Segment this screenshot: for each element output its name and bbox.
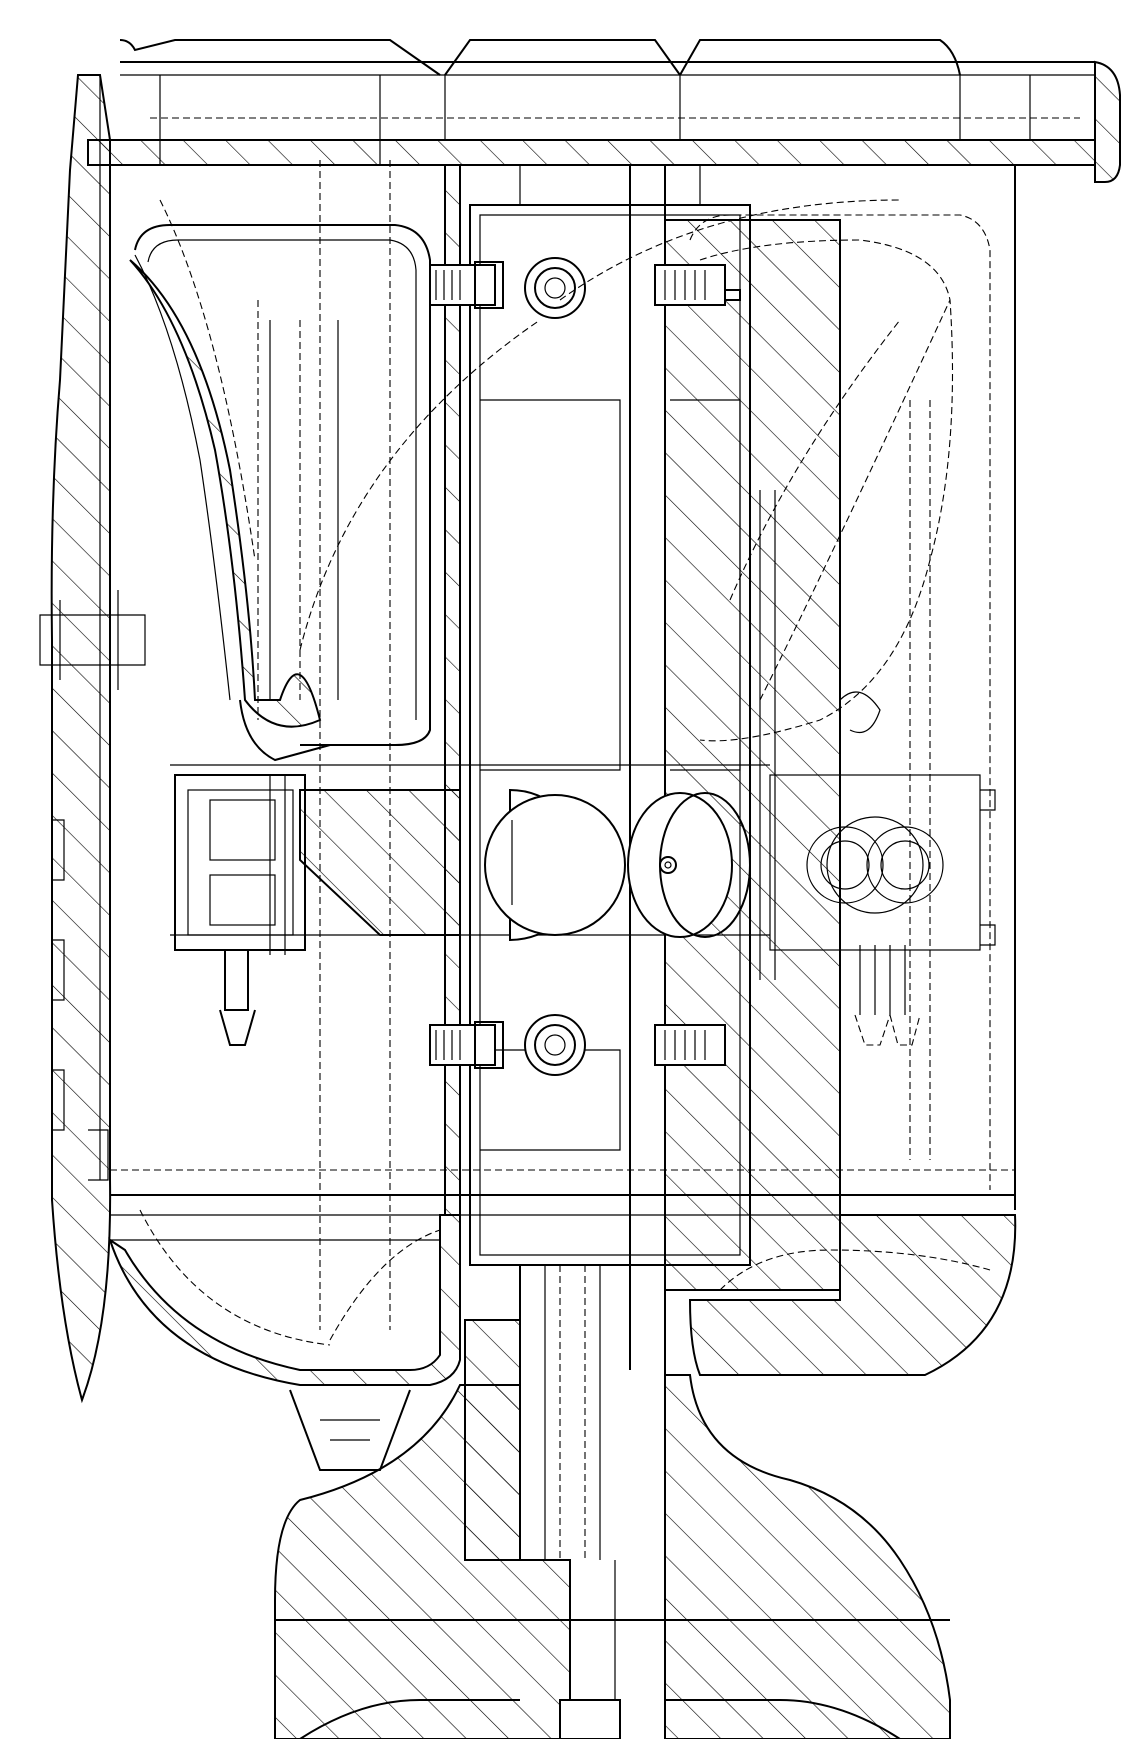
- screw-bottom-left: [429, 1021, 504, 1069]
- hidden-outlines: [139, 160, 901, 1346]
- screw-top-right: [654, 264, 726, 306]
- nut-bottom: [524, 1014, 586, 1076]
- right-chamber: [689, 164, 1016, 1210]
- central-block: [444, 164, 841, 1370]
- screw-bottom-right: [654, 1024, 726, 1066]
- bottom-funnel: [289, 1389, 411, 1471]
- screw-top-left: [429, 261, 504, 309]
- left-connector: [174, 774, 306, 1046]
- left-outer-wall: [39, 74, 146, 1404]
- left-chamber: [129, 224, 431, 762]
- middle-band: [170, 764, 770, 942]
- top-lid: [87, 39, 1121, 183]
- right-connector-cluster: [769, 691, 996, 1046]
- base-pedestal: [274, 1374, 951, 1739]
- nut-top: [524, 257, 586, 319]
- bottom-bowl: [108, 1214, 1017, 1386]
- lower-rails: [110, 1169, 1015, 1241]
